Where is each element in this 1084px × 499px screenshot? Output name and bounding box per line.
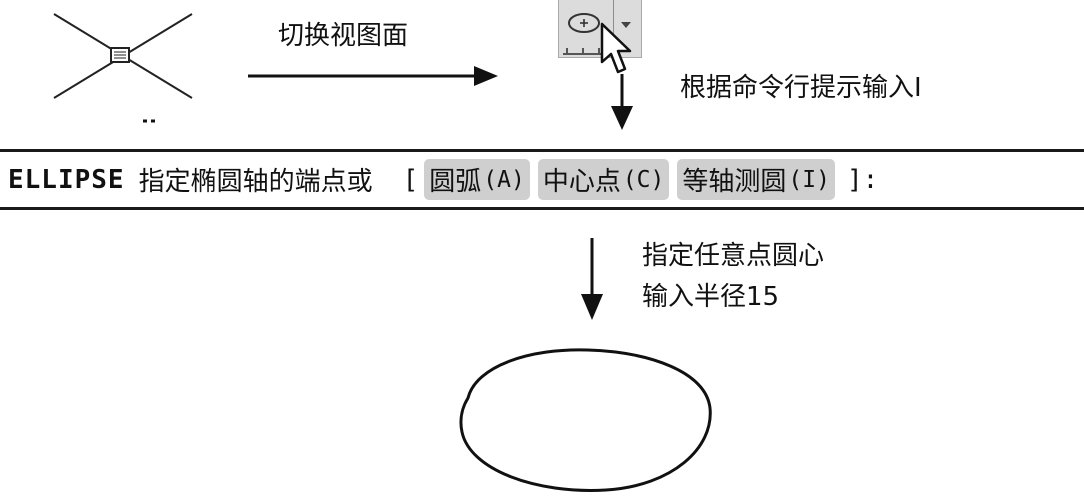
bracket-close: ]: bbox=[846, 164, 879, 195]
option-center-key: (C) bbox=[622, 166, 665, 193]
arrowhead-down-2 bbox=[581, 294, 603, 320]
option-isocircle-label: 等轴测圆 bbox=[682, 167, 787, 197]
command-name: ELLIPSE bbox=[8, 164, 125, 195]
ellipse-icon bbox=[568, 13, 600, 33]
isometric-crosshair-icon bbox=[53, 13, 193, 99]
option-center[interactable]: 中心点(C) bbox=[537, 159, 670, 200]
option-arc-key: (A) bbox=[483, 166, 525, 193]
arrowhead-right bbox=[474, 66, 498, 86]
center-point-hint: 指定任意点圆心 bbox=[642, 241, 825, 271]
command-prompt-text: 指定椭圆轴的端点或 bbox=[138, 167, 373, 197]
command-prompt-hint: 根据命令行提示输入I bbox=[680, 73, 922, 103]
arrow-pointer-icon bbox=[600, 22, 632, 74]
option-isocircle-key: (I) bbox=[788, 166, 830, 193]
isometric-circle bbox=[459, 348, 712, 492]
radius-hint: 输入半径15 bbox=[642, 282, 780, 312]
chevron-down-icon[interactable] bbox=[619, 20, 633, 30]
arrowhead-down-1 bbox=[611, 106, 633, 130]
bracket-open: [ bbox=[402, 164, 419, 195]
option-arc-label: 圆弧 bbox=[429, 167, 482, 197]
option-isocircle[interactable]: 等轴测圆(I) bbox=[677, 159, 835, 200]
option-center-label: 中心点 bbox=[542, 167, 621, 197]
command-line[interactable]: ELLIPSE 指定椭圆轴的端点或 [ 圆弧(A) 中心点(C) 等轴测圆(I)… bbox=[0, 149, 1084, 210]
option-arc[interactable]: 圆弧(A) bbox=[424, 159, 530, 200]
ruler-ticks-icon bbox=[563, 48, 605, 55]
switch-view-label: 切换视图面 bbox=[278, 21, 409, 51]
